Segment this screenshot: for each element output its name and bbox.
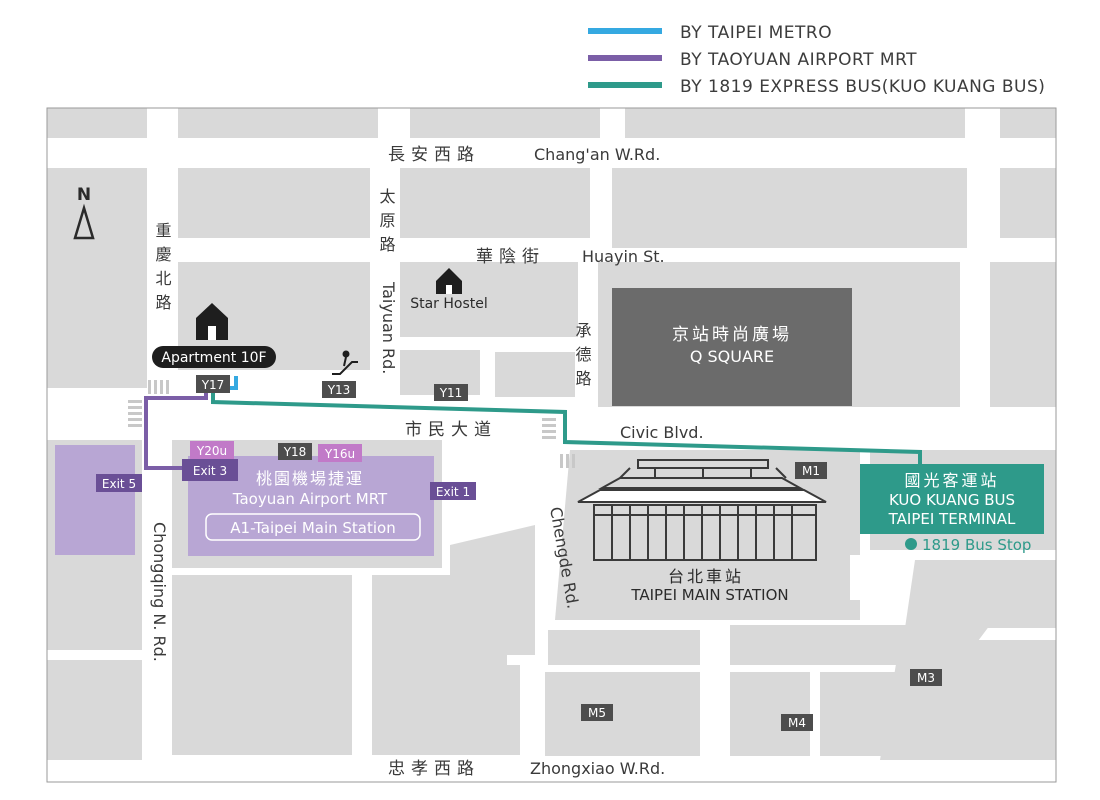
chengde-road-zh: 承德路 xyxy=(573,322,592,394)
station-label-zh: 台北車站 xyxy=(668,567,744,586)
map-border xyxy=(46,107,1057,783)
apartment-label: Apartment 10F xyxy=(161,350,266,366)
airport-mrt-station-box xyxy=(205,513,421,541)
svg-text:Y11: Y11 xyxy=(439,386,463,400)
svg-text:Exit 3: Exit 3 xyxy=(193,464,227,478)
q-square-building xyxy=(612,288,852,406)
legend-label-metro: BY TAIPEI METRO xyxy=(680,23,832,43)
exit-y16u: Y16u xyxy=(318,444,362,462)
huayin-street-en: Huayin St. xyxy=(582,247,665,266)
exit-5: Exit 5 xyxy=(96,474,142,492)
exit-m3: M3 xyxy=(910,669,942,686)
exit-y18: Y18 xyxy=(278,443,312,460)
star-hostel-house-icon xyxy=(436,268,462,294)
bus-stop-icon xyxy=(905,538,917,550)
huayin-street-zh: 華陰街 xyxy=(476,247,545,267)
legend-swatch-airport-mrt xyxy=(588,55,662,61)
kuokuang-terminal-box xyxy=(860,464,1044,534)
legend-swatch-bus xyxy=(588,82,662,88)
exit-3: Exit 3 xyxy=(182,459,238,481)
svg-text:M5: M5 xyxy=(588,706,606,720)
civic-blvd-zh: 市民大道 xyxy=(405,420,497,440)
airport-mrt-label-en: Taoyuan Airport MRT xyxy=(232,490,388,508)
svg-text:Y13: Y13 xyxy=(327,383,351,397)
exit-y17: Y17 xyxy=(196,375,230,393)
kuokuang-label-en2: TAIPEI TERMINAL xyxy=(888,510,1016,528)
crosswalks xyxy=(128,380,575,468)
svg-text:Y20u: Y20u xyxy=(196,444,227,458)
exit5-area xyxy=(55,445,135,555)
legend: BY TAIPEI METRO BY TAOYUAN AIRPORT MRT B… xyxy=(588,23,1045,97)
svg-text:M4: M4 xyxy=(788,716,806,730)
q-square-label-zh: 京站時尚廣場 xyxy=(672,325,792,345)
svg-text:Exit 5: Exit 5 xyxy=(102,477,136,491)
star-hostel-label: Star Hostel xyxy=(410,296,488,312)
legend-label-bus: BY 1819 EXPRESS BUS(KUO KUANG BUS) xyxy=(680,77,1045,97)
bus-stop-label: 1819 Bus Stop xyxy=(922,536,1031,554)
kuokuang-label-zh: 國光客運站 xyxy=(904,471,999,490)
taiyuan-road-en: Taiyuan Rd. xyxy=(379,281,398,374)
exit-y20u: Y20u xyxy=(190,441,234,459)
svg-text:Y18: Y18 xyxy=(283,445,307,459)
exit-m1: M1 xyxy=(795,462,827,479)
kuokuang-label-en1: KUO KUANG BUS xyxy=(889,491,1015,509)
exit-y11: Y11 xyxy=(434,384,468,401)
exit-y13: Y13 xyxy=(322,381,356,398)
legend-swatch-metro xyxy=(588,28,662,34)
exit-1: Exit 1 xyxy=(430,482,476,500)
changan-road-en: Chang'an W.Rd. xyxy=(534,145,660,164)
north-arrow-icon: N xyxy=(73,185,95,240)
exit-m4: M4 xyxy=(781,714,813,731)
zhongxiao-road-zh: 忠孝西路 xyxy=(388,759,480,779)
apartment-house-icon xyxy=(196,303,228,340)
svg-text:Y17: Y17 xyxy=(201,378,225,392)
airport-mrt-station-label: A1-Taipei Main Station xyxy=(230,519,395,537)
exit-m5: M5 xyxy=(581,704,613,721)
bus-route xyxy=(211,390,922,465)
svg-text:M3: M3 xyxy=(917,671,935,685)
legend-label-airport-mrt: BY TAOYUAN AIRPORT MRT xyxy=(680,50,917,70)
taiyuan-road-zh: 太原路 xyxy=(377,188,396,260)
q-square-label-en: Q SQUARE xyxy=(690,347,774,366)
airport-mrt-route xyxy=(144,390,208,470)
taipei-main-station-building xyxy=(577,459,827,561)
svg-text:Exit 1: Exit 1 xyxy=(436,485,470,499)
chongqing-road-en: Chongqing N. Rd. xyxy=(150,522,169,662)
chongqing-road-zh: 重慶北路 xyxy=(153,222,172,318)
escalator-icon xyxy=(332,350,358,375)
svg-text:M1: M1 xyxy=(802,464,820,478)
changan-road-zh: 長安西路 xyxy=(388,145,480,165)
civic-blvd-en: Civic Blvd. xyxy=(620,423,704,442)
svg-text:Y16u: Y16u xyxy=(324,447,355,461)
map-area: 長安西路 Chang'an W.Rd. 華陰街 Huayin St. 市民大道 … xyxy=(47,108,1056,782)
airport-mrt-label-zh: 桃園機場捷運 xyxy=(256,469,364,488)
zhongxiao-road-en: Zhongxiao W.Rd. xyxy=(530,759,665,778)
svg-text:N: N xyxy=(77,185,91,205)
apartment-label-box xyxy=(152,346,276,368)
station-label-en: TAIPEI MAIN STATION xyxy=(630,586,788,604)
